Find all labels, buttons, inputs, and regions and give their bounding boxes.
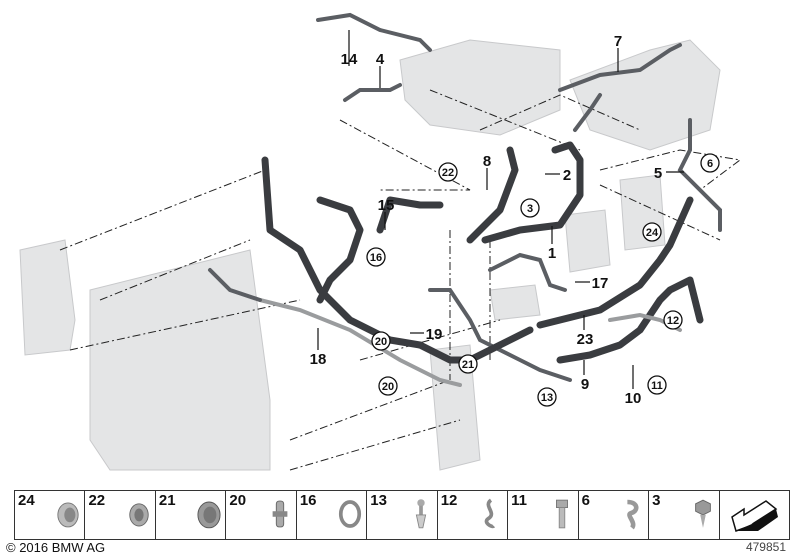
bracket-clip-icon [272, 500, 288, 528]
part-number: 21 [158, 492, 176, 509]
radiator [89, 249, 271, 471]
hose-clamp-icon [339, 500, 362, 528]
callout-labels: 14 4 7 5 6 22 8 2 3 15 16 1 24 17 12 23 … [310, 33, 720, 407]
callout-20b: 20 [382, 381, 394, 393]
engine-block [399, 39, 561, 136]
callout-22: 22 [442, 167, 454, 179]
part-cell-16[interactable]: 16 [297, 491, 368, 539]
diagram-illustration: 14 4 7 5 6 22 8 2 3 15 16 1 24 17 12 23 … [19, 12, 742, 471]
callout-4: 4 [376, 51, 385, 68]
callout-2: 2 [563, 167, 571, 184]
callout-23: 23 [577, 331, 594, 348]
part-cell-3[interactable]: 3 [649, 491, 720, 539]
part-cell-22[interactable]: 22 [85, 491, 156, 539]
callout-13: 13 [541, 392, 553, 404]
part-number: 11 [511, 492, 528, 509]
part-cell-13[interactable]: 13 [367, 491, 438, 539]
part-number: 6 [581, 492, 590, 509]
expansion-tank [564, 209, 611, 273]
callout-6: 6 [707, 158, 713, 170]
part-number: 12 [440, 492, 458, 509]
part-cell-6[interactable]: 6 [579, 491, 650, 539]
part-cell-24[interactable]: 24 [15, 491, 86, 539]
auxiliary-radiator [19, 239, 76, 356]
callout-1: 1 [548, 245, 556, 262]
callout-18: 18 [310, 351, 327, 368]
callout-19: 19 [426, 326, 443, 343]
part-cell-arrow [720, 491, 789, 539]
callout-21: 21 [462, 359, 474, 371]
part-number: 13 [370, 492, 387, 509]
callout-10: 10 [625, 390, 642, 407]
direction-arrow-icon [730, 500, 778, 532]
callout-24: 24 [646, 227, 659, 239]
callout-3: 3 [527, 203, 533, 215]
part-number: 16 [299, 492, 317, 509]
callout-16: 16 [370, 252, 382, 264]
callout-8: 8 [483, 153, 491, 170]
callout-11: 11 [651, 380, 663, 392]
parts-strip: 24 22 21 20 16 13 12 11 6 3 [14, 490, 790, 540]
part-cell-20[interactable]: 20 [226, 491, 297, 539]
coolant-pump [489, 284, 541, 321]
part-number: 24 [18, 492, 35, 509]
hex-screw-icon [694, 499, 711, 528]
coolant-hoses [208, 12, 722, 387]
hose-clamp-icon [197, 501, 221, 529]
part-number: 22 [88, 492, 106, 509]
part-number: 3 [652, 492, 661, 509]
callout-9: 9 [581, 376, 589, 393]
hose-clamp-icon [57, 502, 80, 528]
callout-15: 15 [378, 197, 395, 214]
callout-20: 20 [375, 336, 387, 348]
callout-7: 7 [614, 33, 622, 50]
screw-icon [555, 499, 568, 529]
leader-lines [317, 30, 684, 389]
callout-12: 12 [667, 315, 679, 327]
expanding-rivet-icon [415, 499, 426, 529]
pipe-clip-icon [484, 498, 496, 529]
cable-tie-clip-icon [627, 499, 639, 530]
part-cell-11[interactable]: 11 [508, 491, 579, 539]
hose-connector-icon [129, 503, 149, 527]
part-number: 20 [229, 492, 247, 509]
copyright: © 2016 BMW AG [6, 540, 106, 555]
part-cell-21[interactable]: 21 [156, 491, 227, 539]
callout-14: 14 [341, 51, 358, 68]
diagram-number: 479851 [745, 540, 786, 554]
callout-17: 17 [592, 275, 609, 292]
heat-exchanger [429, 344, 481, 471]
callout-5: 5 [654, 165, 662, 182]
intake-manifold [569, 39, 721, 151]
part-cell-12[interactable]: 12 [438, 491, 509, 539]
